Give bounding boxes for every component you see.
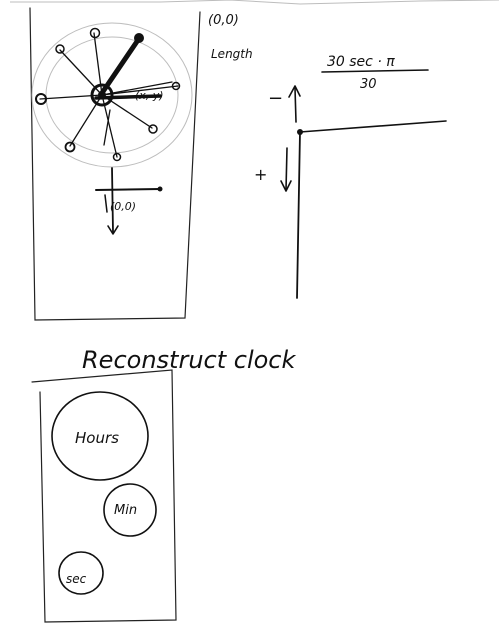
formula-denominator: 30 xyxy=(360,77,377,92)
paper-edge xyxy=(10,0,499,5)
clock-outer-circle xyxy=(31,22,193,168)
reconstruct-heading: Reconstruct clock xyxy=(82,346,297,374)
minutes-label: Min xyxy=(114,503,137,518)
minutes-circle xyxy=(103,483,157,537)
hours-circle xyxy=(51,391,149,481)
sketch-frame xyxy=(29,7,201,321)
clock-center-hub xyxy=(90,83,114,107)
clock-inner-circle xyxy=(45,36,179,154)
formula-numerator: 30 sec · π xyxy=(327,54,395,70)
clock-spokes xyxy=(39,32,179,158)
fraction-bar xyxy=(321,69,429,73)
clock-thick-hand xyxy=(99,37,141,96)
small-origin-label: (0,0) xyxy=(110,200,136,213)
right-axis xyxy=(280,85,447,299)
seconds-label: sec xyxy=(66,572,87,586)
seconds-circle xyxy=(58,551,104,595)
xy-label: (x, y) xyxy=(135,89,164,102)
clock-center-dot xyxy=(98,91,106,99)
clock-layout-frame xyxy=(31,369,177,623)
plus-sign: + xyxy=(254,165,267,184)
minus-sign: − xyxy=(268,88,283,109)
length-note: Length xyxy=(211,47,253,61)
small-axis xyxy=(95,167,163,235)
clock-horizontal-hand xyxy=(94,94,162,100)
hours-label: Hours xyxy=(75,429,119,447)
hand-tip-dots xyxy=(35,27,181,162)
origin-note: (0,0) xyxy=(208,13,239,28)
